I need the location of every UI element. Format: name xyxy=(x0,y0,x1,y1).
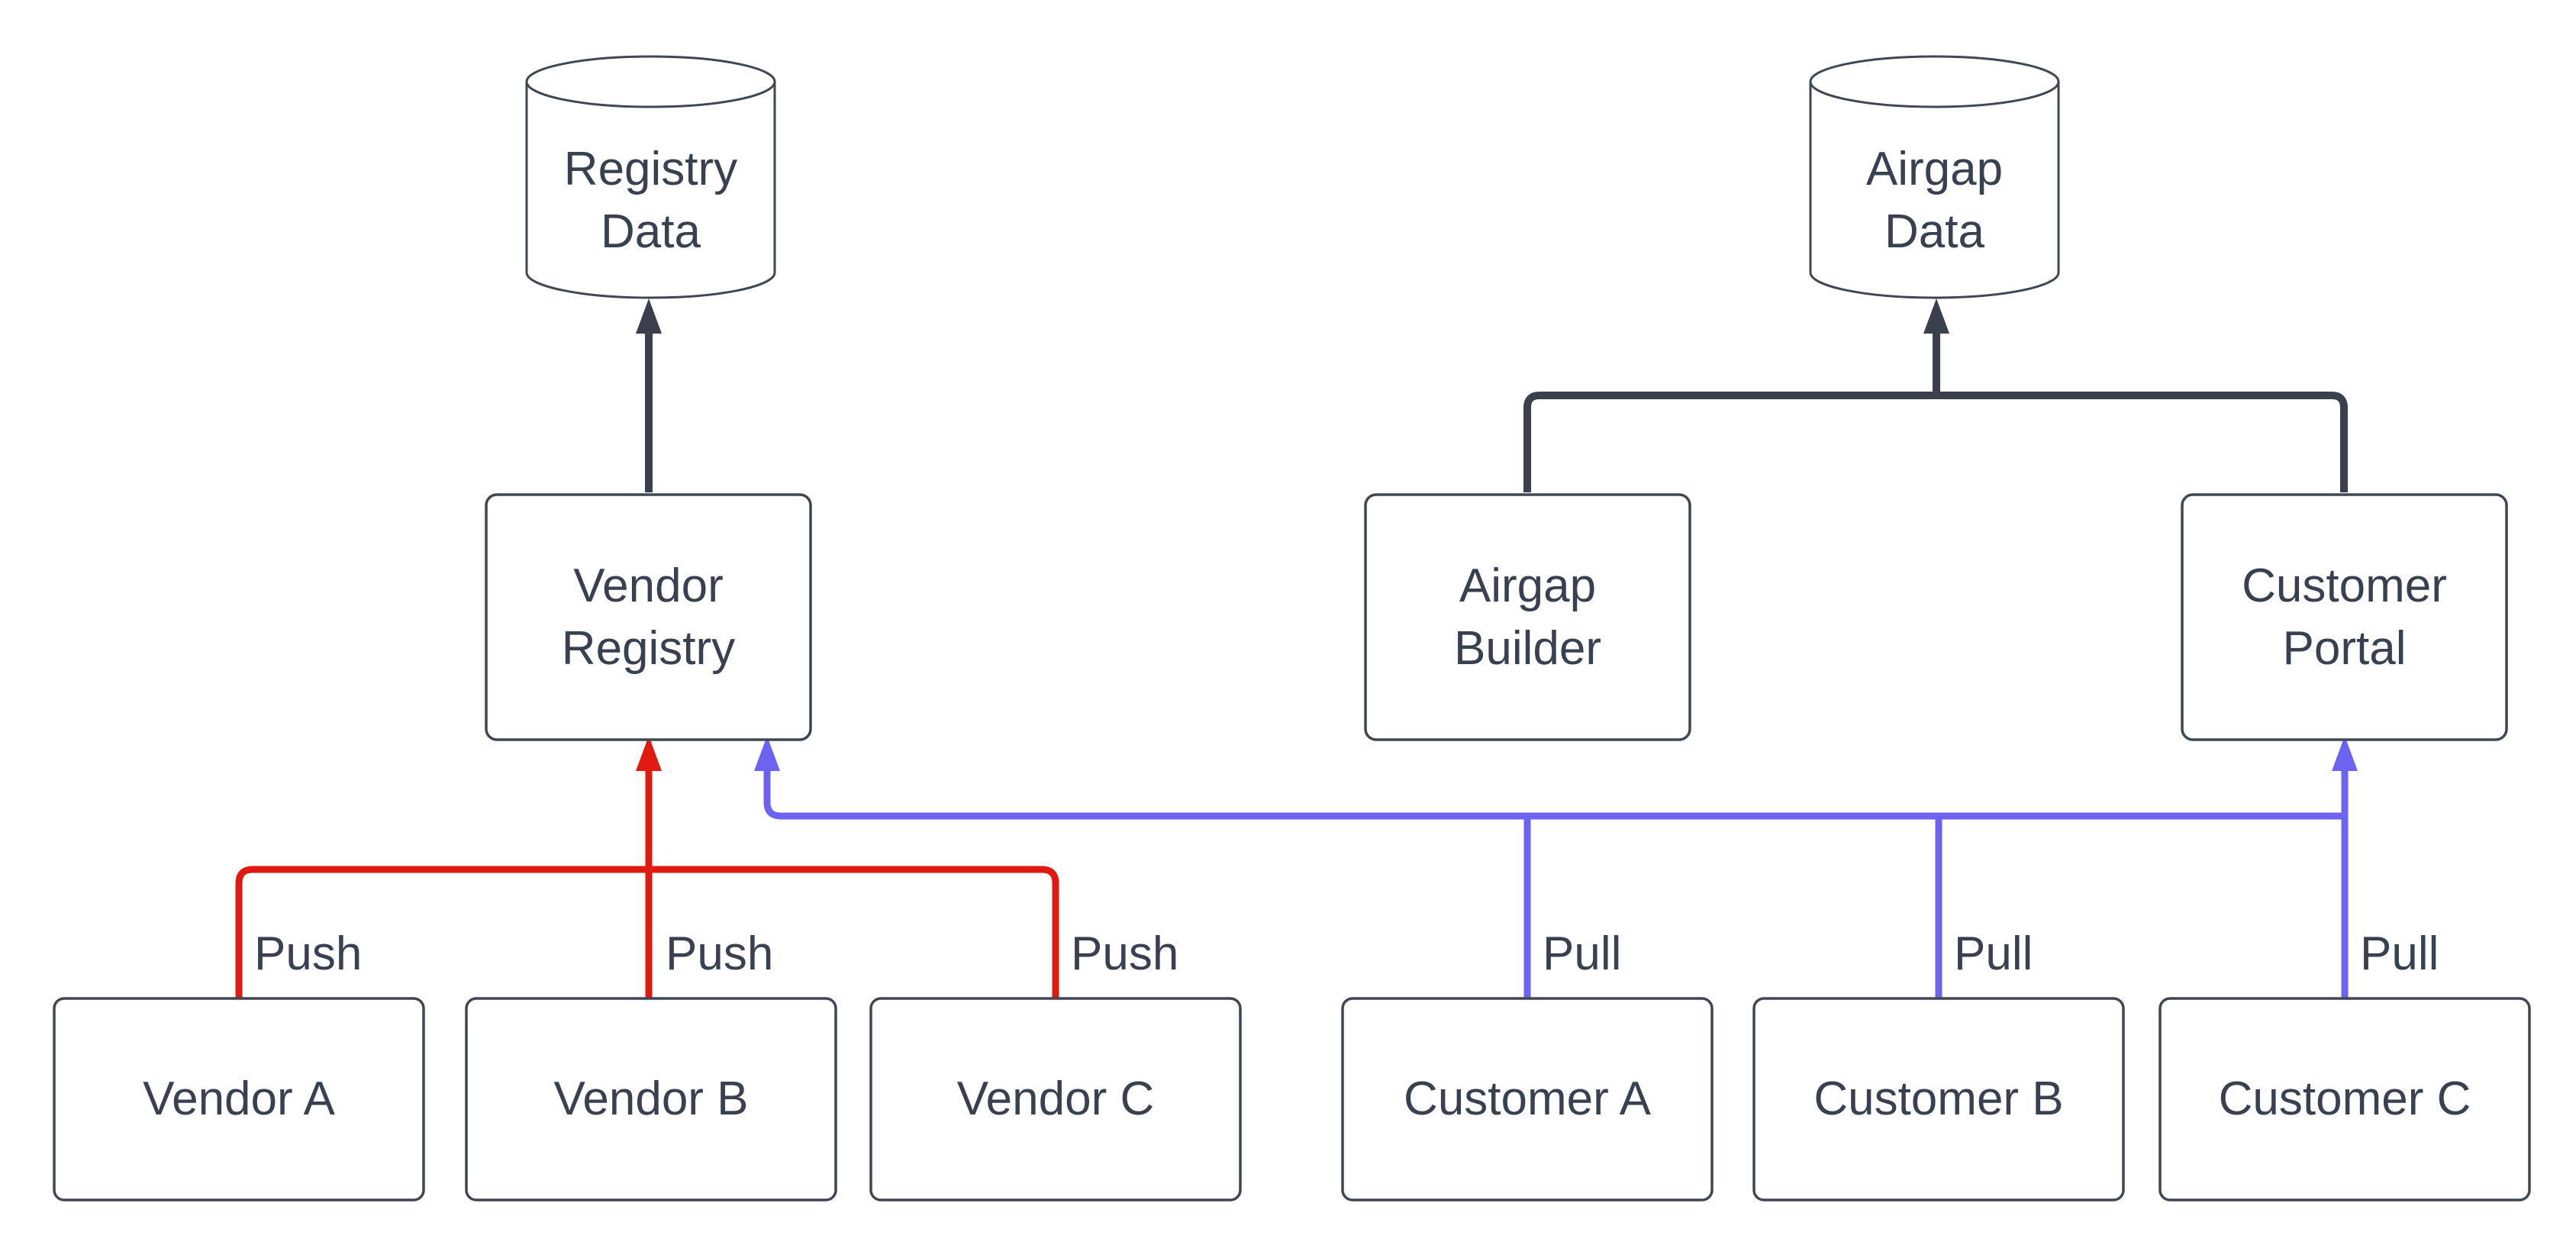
vendor-b-node xyxy=(465,997,837,1202)
box-shapes xyxy=(53,493,2531,1202)
registry-data-rim xyxy=(525,81,776,108)
pull-edges xyxy=(754,736,2358,1000)
arrowhead-registry-data xyxy=(636,298,662,334)
vendor-a-node xyxy=(53,997,425,1202)
vendor-registry-node xyxy=(485,493,812,741)
arrowhead-push-vendor-registry xyxy=(636,736,662,771)
customer-b-node xyxy=(1752,997,2125,1202)
push-edges xyxy=(235,736,1059,1000)
database-shapes xyxy=(525,55,2060,299)
vendor-c-node xyxy=(869,997,1242,1202)
flow-edges xyxy=(636,298,2348,492)
customer-c-node xyxy=(2158,997,2531,1202)
arrowhead-airgap-data xyxy=(1923,298,1949,334)
edge-builder-portal-branch-to-airgap-data xyxy=(1523,392,2348,492)
arrowhead-pull-vendor-registry xyxy=(754,736,780,771)
airgap-builder-node xyxy=(1364,493,1691,741)
arrowhead-pull-customer-portal xyxy=(2332,736,2358,771)
customer-portal-node xyxy=(2181,493,2508,741)
edge-pull-trunk xyxy=(763,769,2345,820)
customer-a-node xyxy=(1341,997,1714,1202)
registry-data-node xyxy=(525,55,776,299)
airgap-data-rim xyxy=(1809,81,2060,108)
airgap-data-node xyxy=(1809,55,2060,299)
